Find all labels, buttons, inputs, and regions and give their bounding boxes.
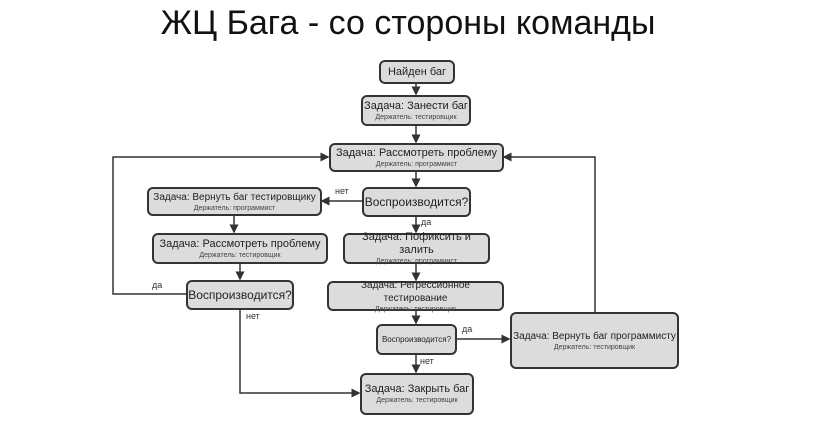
- node-repro2: Воспроизводится?: [186, 280, 294, 310]
- node-task: Воспроизводится?: [381, 335, 452, 344]
- node-holder: Держатель: тестировщик: [199, 251, 281, 259]
- node-task: Задача: Регрессионное тестирование: [361, 279, 470, 304]
- edge-label-no: нет: [246, 311, 260, 321]
- node-holder: Держатель: тестировщик: [376, 397, 458, 404]
- node-repro1: Воспроизводится?: [362, 187, 471, 217]
- edge-repro2-close: [239, 309, 361, 398]
- node-task: Задача: Занести баг: [364, 99, 468, 112]
- node-holder: Держатель: программист: [375, 160, 458, 168]
- slide-title: ЖЦ Бага - со стороны команды: [160, 4, 656, 42]
- edge-label-yes: да: [462, 324, 473, 334]
- edge-returndev-review: [502, 152, 596, 312]
- node-task: Задача: Рассмотреть проблему: [336, 146, 497, 159]
- edge-label-no: нет: [335, 186, 349, 196]
- node-task: Найден баг: [387, 65, 447, 78]
- node-task: Воспроизводится?: [188, 287, 292, 302]
- node-task: Задача: Вернуть баг программисту: [513, 330, 676, 342]
- node-task: Задача: Рассмотреть проблему: [159, 237, 321, 250]
- node-holder: Держатель: программист: [193, 204, 276, 212]
- node-holder: Держатель: программист: [375, 258, 458, 265]
- edge-label-yes: да: [421, 217, 432, 227]
- edge-label-yes: да: [152, 280, 163, 290]
- edge-label-no: нет: [420, 356, 434, 366]
- node-holder: Держатель: тестировщик: [553, 343, 636, 351]
- node-repro3: Воспроизводится?: [376, 324, 457, 355]
- node-task: Воспроизводится?: [364, 194, 469, 209]
- node-holder: Держатель: тестировщик: [374, 305, 457, 313]
- node-found: Найден баг: [379, 60, 455, 84]
- node-holder: Держатель: тестировщик: [375, 113, 457, 121]
- node-task: Задача: Пофиксить и залить: [362, 231, 471, 256]
- node-task: Задача: Закрыть баг: [364, 383, 470, 395]
- edge-repro2-yes: [112, 152, 330, 295]
- node-task: Задача: Вернуть баг тестировщику: [153, 191, 316, 203]
